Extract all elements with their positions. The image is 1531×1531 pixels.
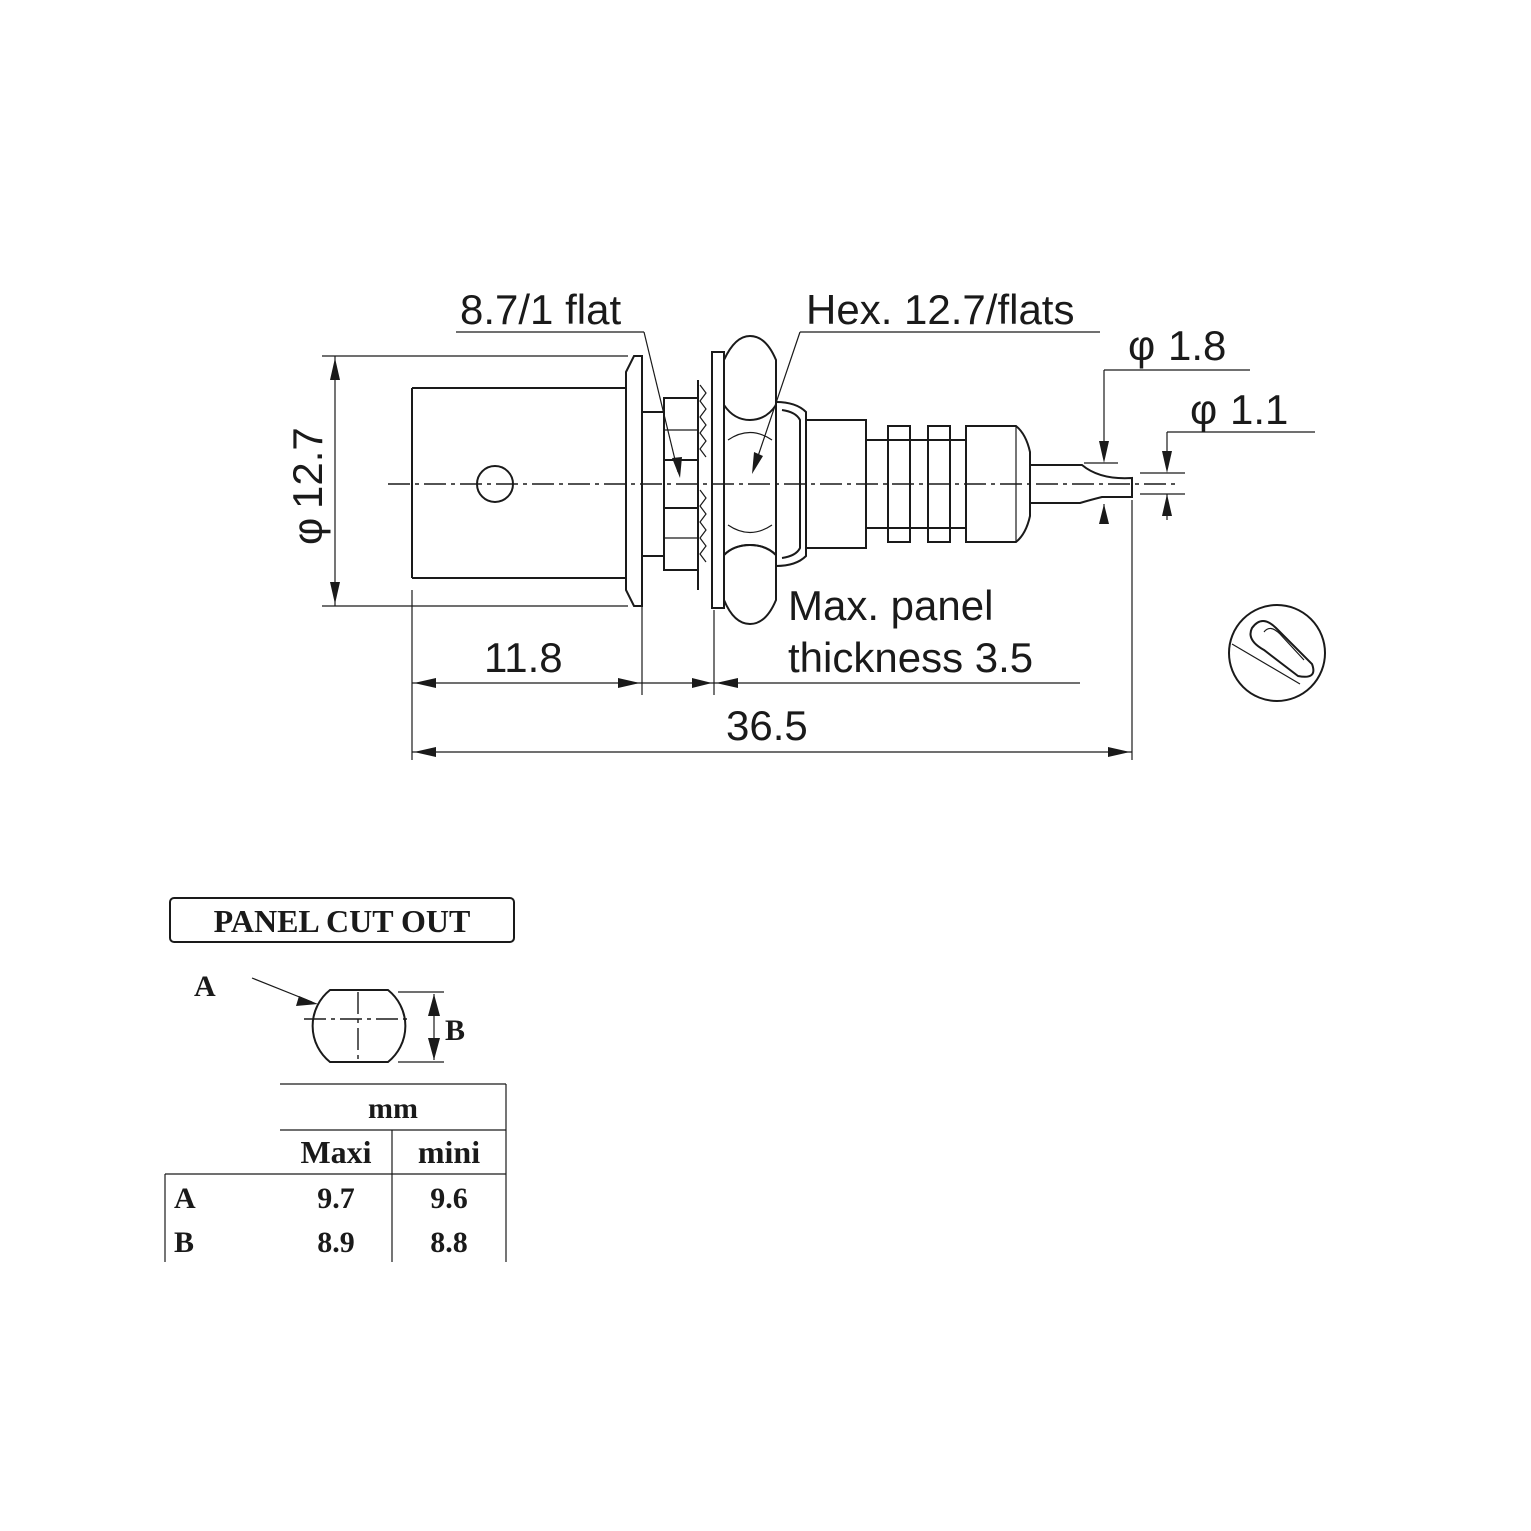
flange: [625, 355, 643, 607]
dimension-lines: [322, 331, 1315, 760]
panel-note-line1: Max. panel: [788, 582, 993, 629]
dim-hex: Hex. 12.7/flats: [806, 286, 1074, 333]
table-row-b-maxi: 8.9: [317, 1226, 355, 1259]
cutout-label-b: B: [445, 1014, 465, 1047]
panel-note-line2: thickness 3.5: [788, 634, 1033, 681]
hex-nut: [723, 334, 777, 626]
dia-symbol-1-8: φ: [1128, 322, 1155, 369]
cutout-table: [164, 1083, 507, 1262]
table-row-a-maxi: 9.7: [317, 1182, 355, 1215]
table-row-a-mini: 9.6: [430, 1182, 468, 1215]
dim-dia-1-8: 1.8: [1168, 322, 1226, 369]
dim-flat: 8.7/1 flat: [460, 286, 621, 333]
dim-dia-1-1: 1.1: [1230, 386, 1288, 433]
table-row-b-mini: 8.8: [430, 1226, 468, 1259]
pin-end-view-icon: [1228, 604, 1326, 702]
dim-36-5: 36.5: [726, 702, 808, 749]
dia-symbol-12-7: φ: [284, 518, 331, 545]
sleeve-body: [411, 387, 626, 579]
contact-pin: [1030, 464, 1133, 504]
table-row-a-label: A: [174, 1182, 196, 1215]
cutout-shape: [304, 989, 444, 1063]
washer: [711, 351, 725, 609]
threaded-neck: [641, 380, 707, 590]
cross-hole: [476, 465, 514, 503]
dim-dia-12-7: 12.7: [284, 427, 331, 509]
dim-11-8: 11.8: [484, 634, 563, 681]
table-col-maxi: Maxi: [300, 1134, 371, 1170]
dia-symbol-1-1: φ: [1190, 386, 1217, 433]
table-col-mini: mini: [418, 1134, 480, 1170]
rear-body: [805, 419, 1031, 549]
panel-cutout-title: PANEL CUT OUT: [214, 903, 471, 939]
table-row-b-label: B: [174, 1226, 194, 1259]
panel-cutout-title-box: [169, 897, 515, 943]
table-unit-header: mm: [368, 1092, 418, 1125]
cutout-label-a: A: [194, 970, 216, 1003]
